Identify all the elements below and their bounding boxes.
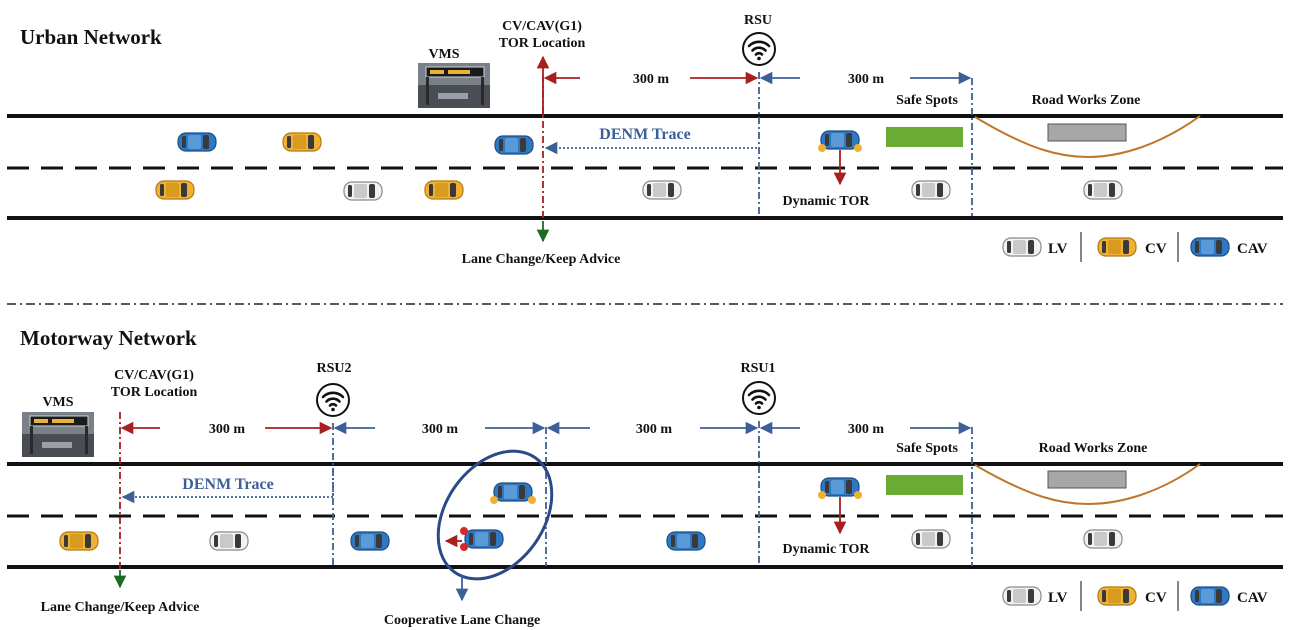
cooperative-ellipse [436, 449, 554, 581]
wifi-icon [741, 380, 777, 416]
car-icon [350, 531, 390, 551]
car-icon [494, 135, 534, 155]
car-icon [1097, 586, 1137, 606]
urban-tor-line2: TOR Location [499, 36, 586, 51]
motorway-tor-line1: CV/CAV(G1) [114, 368, 194, 383]
motorway-lane-advice: Lane Change/Keep Advice [41, 600, 200, 615]
motorway-coop: Cooperative Lane Change [384, 613, 540, 628]
car-icon [155, 180, 195, 200]
car-icon [343, 181, 383, 201]
urban-vms-label: VMS [428, 47, 459, 62]
car-icon [59, 531, 99, 551]
car-icon [177, 132, 217, 152]
urban-denm-label: DENM Trace [599, 126, 690, 143]
legend-cav: CAV [1237, 590, 1268, 606]
urban-dist-right: 300 m [848, 72, 885, 87]
urban-lane-advice: Lane Change/Keep Advice [462, 252, 621, 267]
motorway-safe-spots: Safe Spots [896, 441, 958, 456]
car-icon [209, 531, 249, 551]
car-icon [282, 132, 322, 152]
motorway-dynamic-tor: Dynamic TOR [783, 542, 871, 557]
legend-cv: CV [1145, 590, 1167, 606]
wifi-icon [741, 31, 777, 67]
car-icon [1002, 237, 1042, 257]
vms-sign-icon [21, 411, 95, 458]
motorway-safe-spot [886, 475, 963, 495]
car-icon [1083, 529, 1123, 549]
car-icon [464, 529, 504, 549]
car-icon [493, 482, 533, 502]
urban-rsu-label: RSU [744, 13, 772, 28]
car-icon [820, 477, 860, 497]
motorway-denm-label: DENM Trace [182, 476, 273, 493]
urban-safe-spots: Safe Spots [896, 93, 958, 108]
car-icon [820, 130, 860, 150]
motorway-works-curve [974, 463, 1201, 506]
urban-dynamic-tor: Dynamic TOR [783, 194, 871, 209]
urban-safe-spot [886, 127, 963, 147]
motorway-dist-1: 300 m [209, 422, 246, 437]
wifi-icon [315, 382, 351, 418]
urban-tor-line1: CV/CAV(G1) [502, 19, 582, 34]
motorway-works-zone [1047, 470, 1127, 489]
motorway-dist-3: 300 m [636, 422, 673, 437]
legend-cv: CV [1145, 241, 1167, 257]
urban-dist-left: 300 m [633, 72, 670, 87]
hazard-light [818, 144, 826, 152]
hazard-light [854, 144, 862, 152]
car-icon [911, 180, 951, 200]
car-icon [1190, 237, 1230, 257]
motorway-dist-4: 300 m [848, 422, 885, 437]
car-icon [1002, 586, 1042, 606]
vms-sign-icon [417, 62, 491, 109]
motorway-title: Motorway Network [20, 326, 197, 350]
legend-urban: LV CV CAV [1002, 232, 1268, 262]
legend-cav: CAV [1237, 241, 1268, 257]
urban-title: Urban Network [20, 25, 162, 49]
car-icon [911, 529, 951, 549]
car-icon [1083, 180, 1123, 200]
car-icon [666, 531, 706, 551]
car-icon [424, 180, 464, 200]
urban-works-curve [974, 115, 1201, 159]
legend-motorway: LV CV CAV [1002, 581, 1268, 611]
motorway-rsu2-label: RSU2 [316, 361, 351, 376]
car-icon [1190, 586, 1230, 606]
motorway-tor-line2: TOR Location [111, 385, 198, 400]
legend-lv: LV [1048, 241, 1068, 257]
car-icon [642, 180, 682, 200]
motorway-road-works: Road Works Zone [1039, 441, 1148, 456]
car-icon [1097, 237, 1137, 257]
motorway-dist-2: 300 m [422, 422, 459, 437]
urban-works-zone [1047, 123, 1127, 142]
urban-road-works: Road Works Zone [1032, 93, 1141, 108]
legend-lv: LV [1048, 590, 1068, 606]
motorway-rsu1-label: RSU1 [740, 361, 775, 376]
motorway-vms-label: VMS [42, 395, 73, 410]
